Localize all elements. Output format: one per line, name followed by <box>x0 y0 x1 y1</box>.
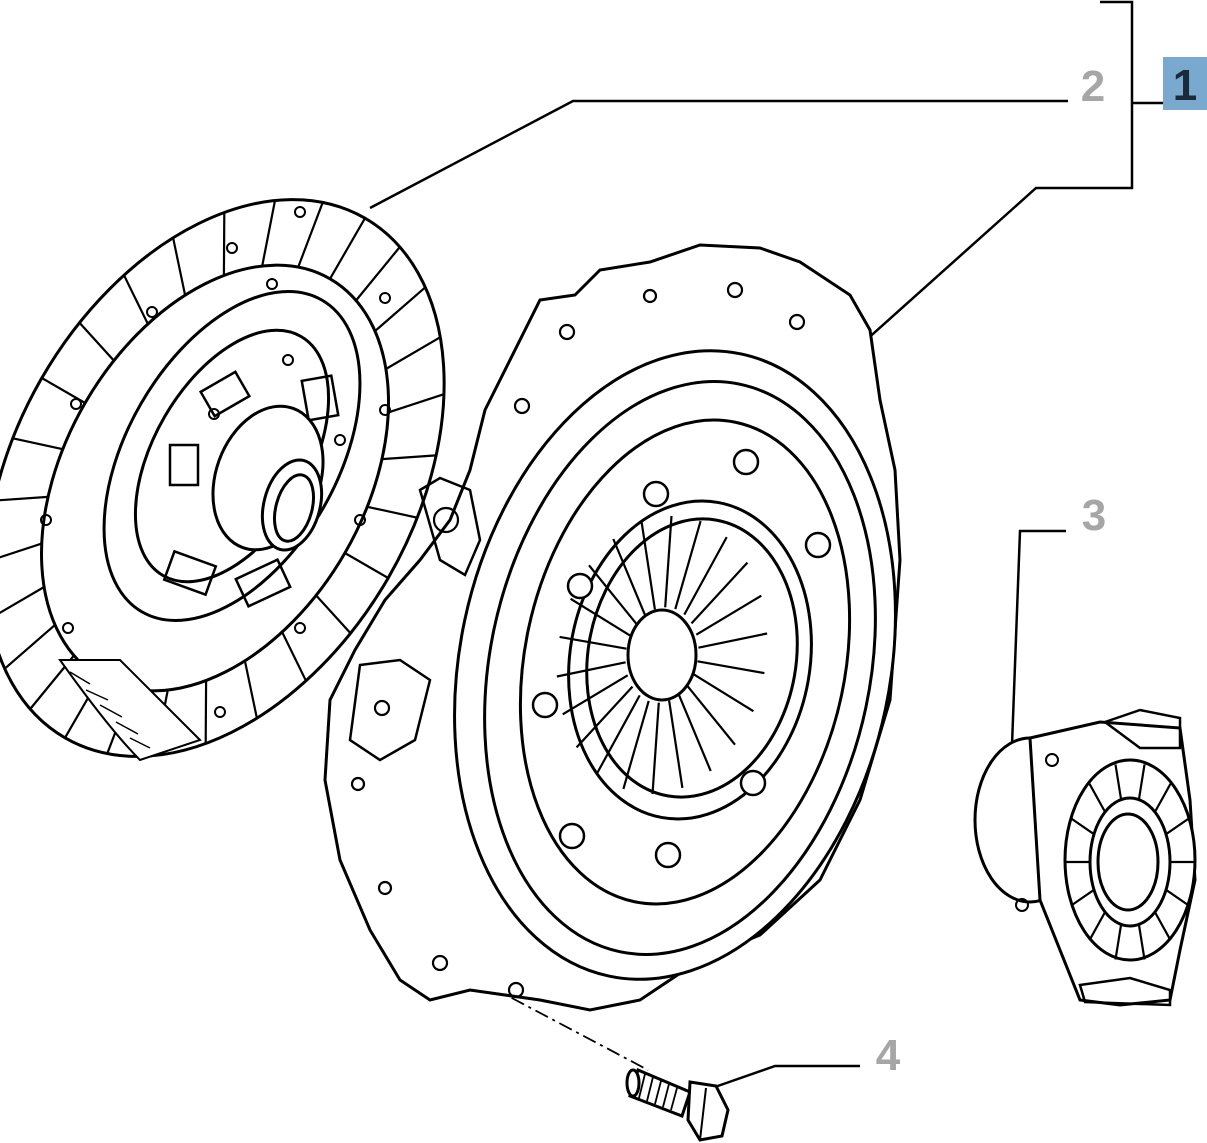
friction-segment-divider <box>78 321 115 362</box>
friction-segment-divider <box>3 624 56 670</box>
bearing-fin <box>1088 911 1107 941</box>
callout-4[interactable]: 4 <box>876 1031 901 1080</box>
friction-segment-divider <box>281 631 307 682</box>
leader-4 <box>711 1064 860 1090</box>
pressure-plate <box>323 243 902 1012</box>
bearing-fin <box>1070 817 1095 836</box>
friction-segment-divider <box>123 274 149 325</box>
friction-segment-divider <box>0 542 43 559</box>
friction-segment-divider <box>297 202 324 268</box>
friction-segment-divider <box>374 286 427 332</box>
bearing-fin <box>1070 888 1095 907</box>
diaphragm-finger <box>640 521 656 610</box>
bearing-fin <box>1088 783 1107 813</box>
callout-3[interactable]: 3 <box>1082 491 1106 540</box>
bolt <box>625 1067 730 1142</box>
callout-1[interactable]: 1 <box>1173 61 1197 110</box>
diaphragm-finger <box>570 597 631 637</box>
friction-segment-divider <box>381 454 437 461</box>
bracket-kit <box>854 0 1134 351</box>
diaphragm-finger <box>651 702 660 795</box>
friction-segment-divider <box>12 437 64 451</box>
bearing-fin <box>1165 888 1190 907</box>
diaphragm-finger <box>622 700 650 790</box>
bearing-fin <box>1153 783 1172 813</box>
bearing-fin <box>1137 924 1146 960</box>
diaphragm-finger <box>575 685 634 749</box>
diaphragm-finger <box>698 632 768 649</box>
diaphragm-finger <box>674 520 702 610</box>
release-bearing <box>973 708 1197 1007</box>
bearing-fin <box>1165 817 1190 836</box>
bearing-fin <box>1114 924 1123 960</box>
friction-segment-divider <box>344 552 389 579</box>
callout-1-highlight <box>1163 57 1207 110</box>
diaphragm-finger <box>556 661 626 678</box>
friction-segment-divider <box>172 237 187 296</box>
bearing-fin <box>1114 764 1123 800</box>
leader-2 <box>369 99 1068 210</box>
callout-2[interactable]: 2 <box>1081 62 1105 111</box>
diaphragm-finger <box>559 635 627 650</box>
diaphragm-finger <box>683 536 728 616</box>
diaphragm-finger <box>697 660 765 675</box>
friction-segment-divider <box>329 217 366 280</box>
friction-segment-divider <box>385 336 441 370</box>
friction-segment-divider <box>355 246 401 302</box>
friction-segment-divider <box>243 660 258 719</box>
diaphragm-finger <box>562 674 629 716</box>
diaphragm-finger <box>596 694 641 774</box>
friction-segment-divider <box>387 393 445 414</box>
friction-segment-divider <box>0 586 45 615</box>
diaphragm-finger <box>686 685 736 746</box>
friction-segment-divider <box>0 495 49 502</box>
diaphragm-finger <box>664 515 673 608</box>
bearing-fin <box>1137 764 1146 800</box>
diaphragm-finger <box>677 694 712 772</box>
leader-3 <box>1010 529 1066 746</box>
friction-segment-divider <box>315 594 352 635</box>
diaphragm-finger <box>588 564 638 625</box>
friction-segment-divider <box>261 200 277 267</box>
diaphragm-finger <box>612 538 647 616</box>
diaphragm-finger <box>693 673 754 713</box>
diaphragm-finger <box>668 700 684 789</box>
diaphragm-finger <box>695 594 762 636</box>
bearing-fin <box>1153 911 1172 941</box>
clutch-disc <box>0 198 446 762</box>
friction-segment-divider <box>366 505 418 519</box>
diaphragm-finger <box>690 561 749 625</box>
